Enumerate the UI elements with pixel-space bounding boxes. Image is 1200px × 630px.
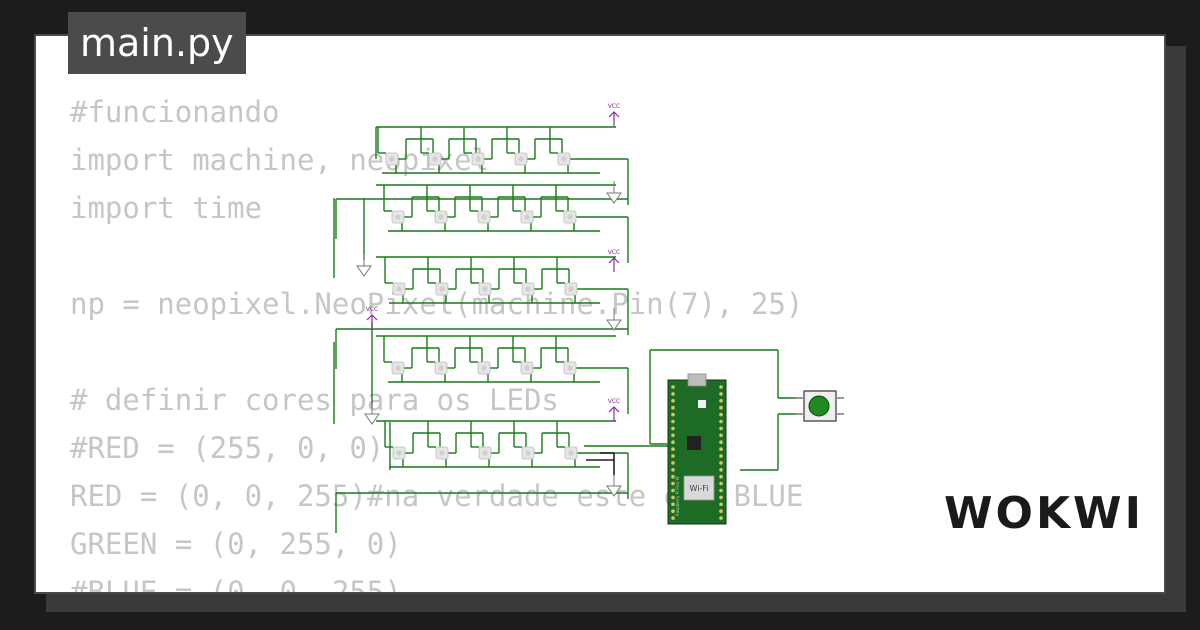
board-pin	[671, 481, 675, 486]
neopixel-led	[396, 286, 402, 292]
board-pin	[719, 481, 723, 486]
board-pin	[719, 412, 723, 417]
board-pin	[719, 405, 723, 410]
board-pin	[719, 488, 723, 493]
neopixel-led	[438, 214, 444, 220]
vcc-symbol	[608, 406, 620, 413]
board-pin	[671, 419, 675, 424]
vcc-label: VCC	[608, 249, 620, 256]
neopixel-led	[567, 365, 573, 371]
board-pin	[671, 488, 675, 493]
board-pin	[671, 426, 675, 431]
board-pin	[719, 399, 723, 403]
ground-symbol	[364, 413, 380, 425]
neopixel-led	[439, 450, 445, 456]
neopixel-led	[567, 214, 573, 220]
neopixel-led	[389, 156, 395, 162]
code-line: #BLUE = (0, 0, 255)	[70, 575, 402, 594]
file-tab[interactable]: main.py	[68, 12, 246, 74]
board-pin	[719, 502, 723, 507]
vcc-symbol	[608, 257, 620, 264]
board-pin	[719, 509, 723, 513]
neopixel-led	[518, 156, 524, 162]
neopixel-led	[439, 286, 445, 292]
board-pin	[719, 468, 723, 472]
board-pin	[671, 468, 675, 472]
ground-symbol	[606, 319, 622, 331]
neopixel-led	[481, 214, 487, 220]
board-pin	[671, 516, 675, 520]
board-pin	[671, 405, 675, 410]
vcc-label: VCC	[366, 306, 378, 313]
code-line: GREEN = (0, 255, 0)	[70, 527, 402, 561]
board-pin	[671, 495, 675, 500]
board-pin	[719, 516, 723, 520]
board-pin	[671, 412, 675, 417]
neopixel-led	[524, 214, 530, 220]
board-pin	[671, 461, 675, 465]
board-pin	[719, 495, 723, 500]
board-label: Raspberry Pi Pico W	[675, 476, 680, 516]
vcc-symbol	[608, 111, 620, 118]
neopixel-led	[482, 286, 488, 292]
board-pin	[671, 509, 675, 513]
board-pin	[719, 474, 723, 479]
vcc-label: VCC	[608, 103, 620, 110]
neopixel-led	[481, 365, 487, 371]
board-pin	[719, 461, 723, 465]
code-line: import time	[70, 191, 263, 225]
board-pin	[671, 440, 675, 445]
board-pin	[671, 399, 675, 403]
code-line: #RED = (255, 0, 0)	[70, 431, 385, 465]
pushbutton-green[interactable]	[808, 395, 830, 417]
vcc-label: VCC	[608, 398, 620, 405]
board-pin	[671, 385, 675, 389]
vcc-symbol	[366, 314, 378, 321]
code-editor: #funcionando import machine, neopixel im…	[70, 88, 803, 594]
board-pin	[719, 454, 723, 458]
wifi-module	[683, 475, 715, 501]
ground-symbol	[606, 485, 622, 497]
neopixel-led	[568, 286, 574, 292]
bootsel-button	[698, 400, 706, 408]
neopixel-led	[395, 214, 401, 220]
board-pin	[719, 433, 723, 438]
neopixel-led	[568, 450, 574, 456]
wokwi-logo: WOKWI	[944, 488, 1144, 539]
board-pin	[719, 419, 723, 424]
board-pin	[719, 440, 723, 445]
board-pin	[671, 502, 675, 507]
neopixel-led	[525, 286, 531, 292]
neopixel-led	[525, 450, 531, 456]
neopixel-led	[396, 450, 402, 456]
neopixel-led	[482, 450, 488, 456]
rp2040-chip	[687, 436, 701, 450]
board-pin	[671, 392, 675, 396]
neopixel-led	[432, 156, 438, 162]
board-pin	[671, 454, 675, 458]
board-pin	[671, 433, 675, 438]
neopixel-led	[438, 365, 444, 371]
wifi-label: Wi-Fi	[689, 484, 708, 493]
neopixel-led	[561, 156, 567, 162]
neopixel-led	[475, 156, 481, 162]
board-pin	[719, 392, 723, 396]
ground-symbol	[606, 192, 622, 204]
board-pin	[719, 447, 723, 451]
ground-symbol	[356, 265, 372, 277]
neopixel-led	[524, 365, 530, 371]
usb-connector	[687, 373, 707, 387]
board-pin	[719, 385, 723, 389]
board-pin	[671, 474, 675, 479]
board-pin	[719, 426, 723, 431]
code-line: # definir cores para os LEDs	[70, 383, 559, 417]
board-pin	[671, 447, 675, 451]
neopixel-led	[395, 365, 401, 371]
code-line: import machine, neopixel	[70, 143, 490, 177]
code-line: #funcionando	[70, 95, 280, 129]
